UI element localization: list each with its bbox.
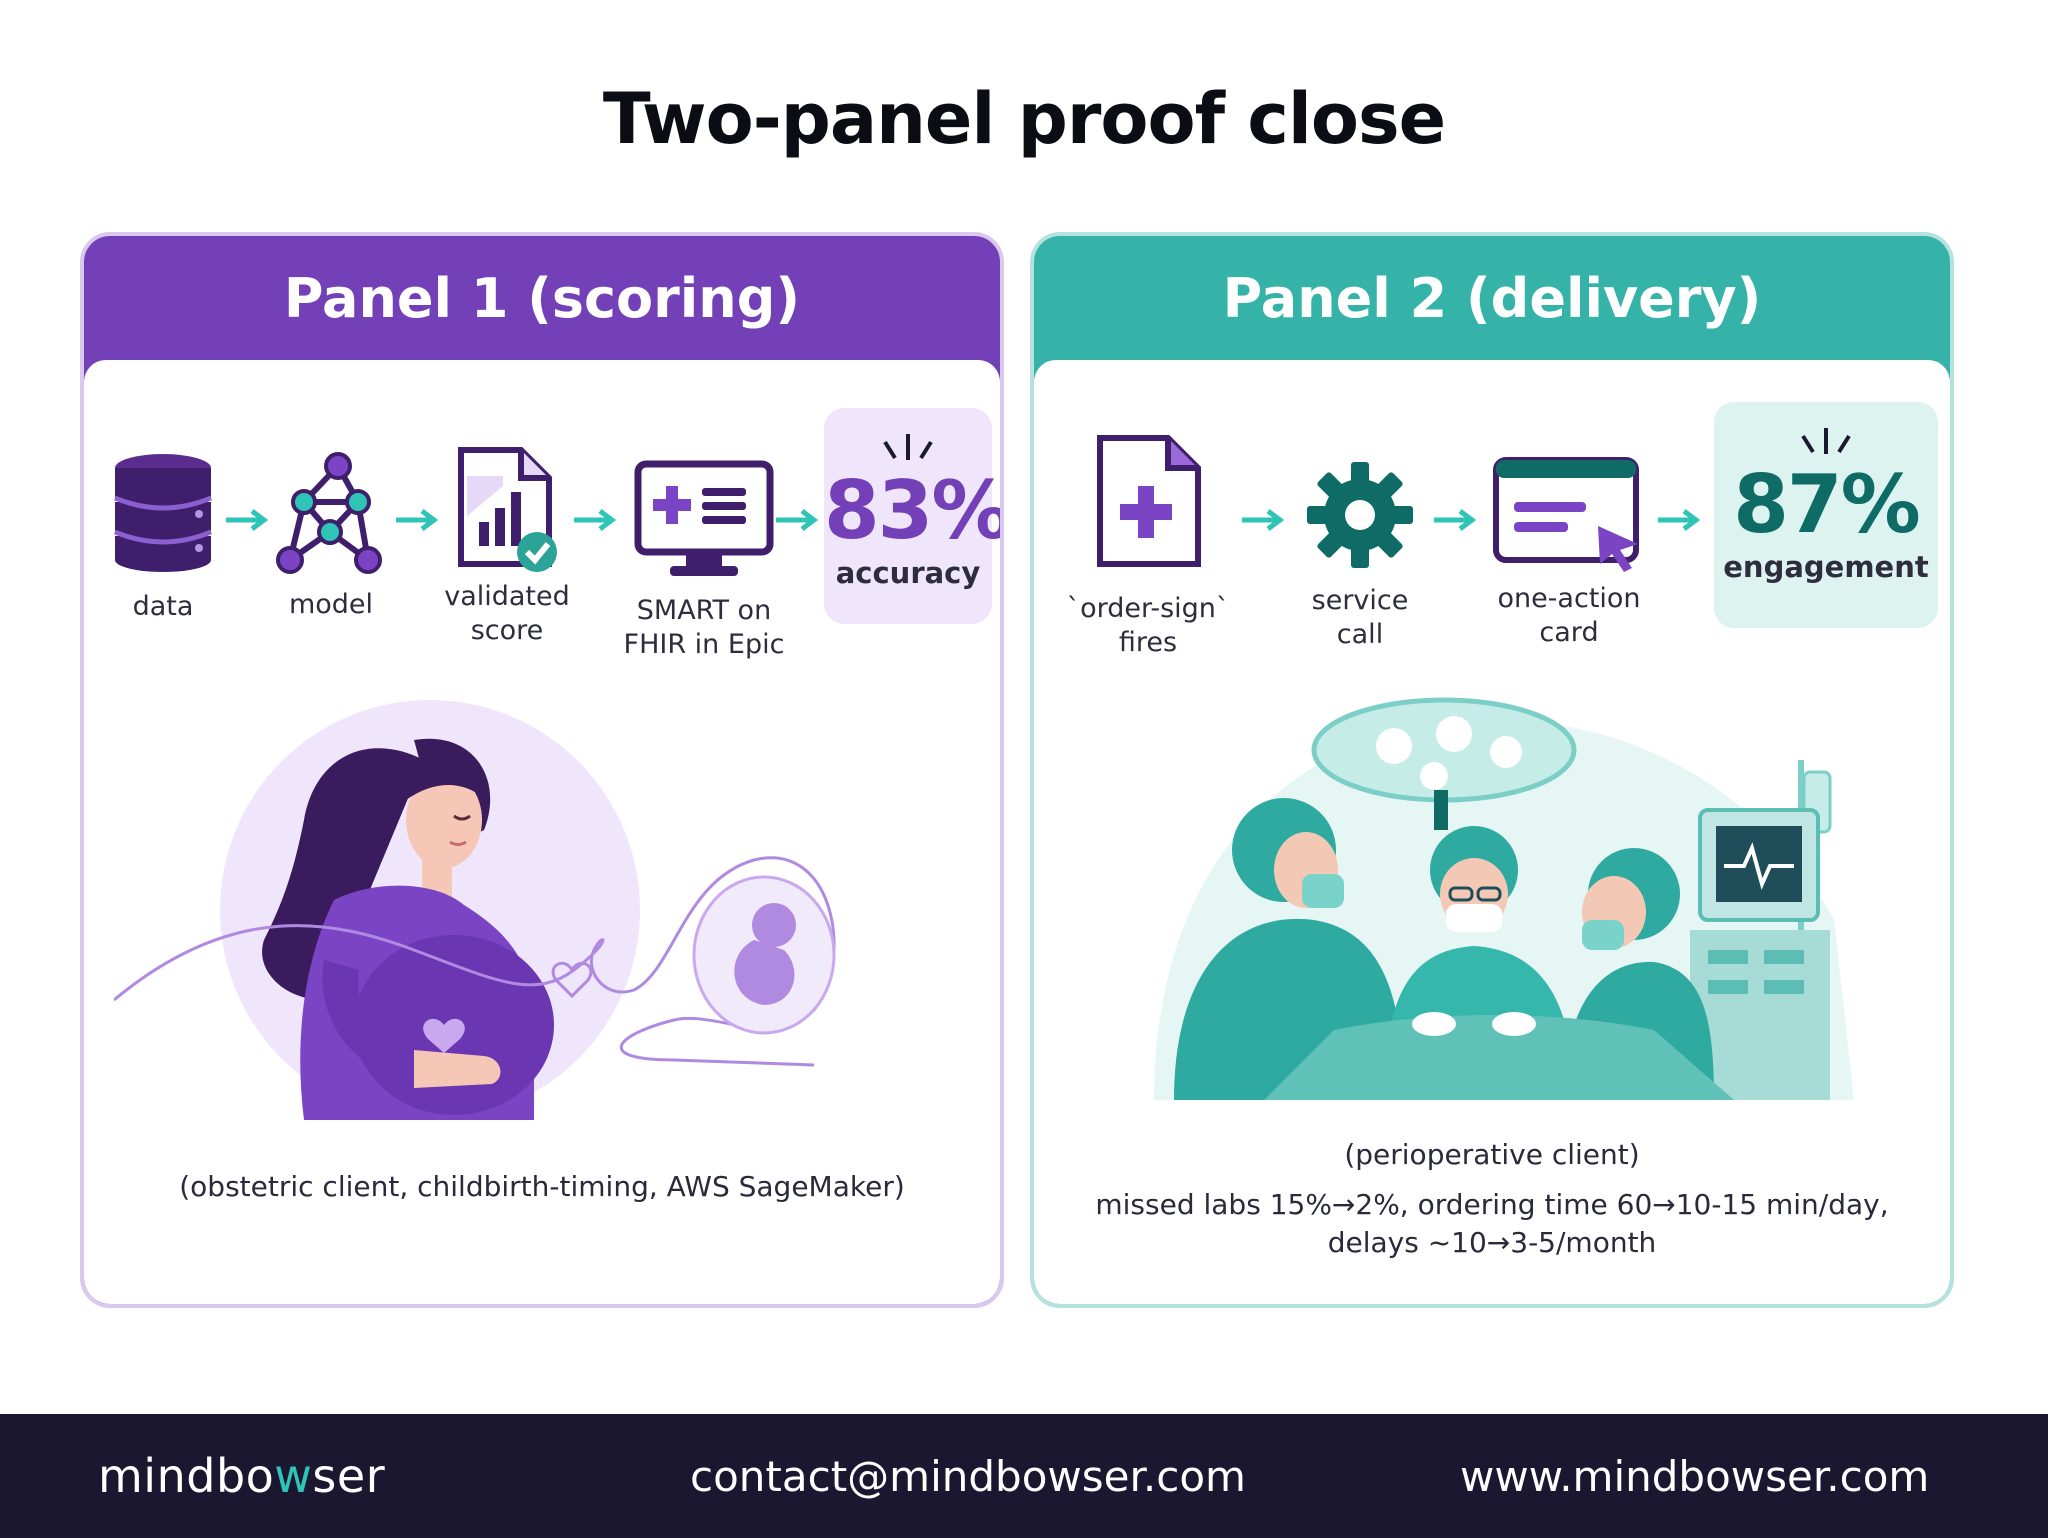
- step-validated-score-label: validated score: [444, 581, 570, 646]
- kpi-accuracy-value: 83%: [824, 464, 1004, 557]
- step-data: data: [104, 452, 222, 624]
- monitor-icon: [634, 460, 774, 576]
- arrow-right-icon: [226, 509, 269, 531]
- brand-logo-part: mindbo: [98, 1449, 275, 1503]
- gear-icon: [1307, 462, 1413, 568]
- validated-report-icon: [458, 447, 557, 572]
- kpi-engagement-label: engagement: [1723, 550, 1929, 584]
- arrow-right-icon: [396, 509, 439, 531]
- brand-logo-accent: w: [274, 1449, 313, 1503]
- kpi-accuracy-label: accuracy: [835, 556, 981, 590]
- panel-scoring-header: Panel 1 (scoring): [283, 266, 801, 330]
- surgery-illustration: [1154, 697, 1854, 1100]
- kpi-engagement-value: 87%: [1733, 458, 1920, 551]
- panel-delivery-caption-delays: delays ~10→3-5/month: [1327, 1226, 1657, 1259]
- arrow-right-icon: [1242, 509, 1285, 531]
- database-icon: [114, 454, 212, 572]
- step-model: model: [276, 452, 386, 622]
- step-service-call: service call: [1290, 462, 1430, 652]
- step-one-action-card-label: one-action card: [1497, 583, 1641, 648]
- arrow-right-icon: [776, 509, 819, 531]
- step-one-action-card: one-action card: [1484, 456, 1654, 650]
- step-data-label: data: [132, 591, 194, 622]
- kpi-accuracy-card: 83% accuracy: [824, 408, 1004, 624]
- step-model-label: model: [288, 589, 374, 620]
- arrow-right-icon: [1658, 509, 1701, 531]
- step-smart-on-fhir: SMART on FHIR in Epic: [614, 460, 794, 662]
- page-title: Two-panel proof close: [602, 78, 1446, 160]
- panel-delivery-caption-title: (perioperative client): [1344, 1138, 1640, 1171]
- panel-scoring-body: data model: [84, 360, 1000, 1304]
- network-model-icon: [276, 452, 382, 574]
- panel-delivery-body: `order-sign` fires: [1034, 360, 1950, 1304]
- panel-delivery-header: Panel 2 (delivery): [1222, 266, 1762, 330]
- action-card-icon: [1493, 457, 1639, 572]
- brand-logo-part: ser: [312, 1449, 386, 1503]
- step-order-sign-fires: `order-sign` fires: [1058, 432, 1238, 660]
- pregnancy-illustration: [114, 700, 836, 1120]
- arrow-right-icon: [574, 509, 617, 531]
- step-order-sign-fires-label: `order-sign` fires: [1066, 593, 1230, 658]
- arrow-right-icon: [1434, 509, 1477, 531]
- sparkle-icon: [883, 434, 933, 460]
- step-smart-on-fhir-label: SMART on FHIR in Epic: [623, 595, 785, 660]
- brand-logo: mindbowser: [98, 1449, 385, 1503]
- footer: mindbowser contact@mindbowser.com www.mi…: [0, 1414, 2048, 1538]
- sparkle-icon: [1801, 428, 1851, 454]
- step-service-call-label: service call: [1311, 585, 1409, 650]
- panel-scoring-caption: (obstetric client, childbirth-timing, AW…: [179, 1170, 905, 1203]
- panel-delivery-caption-metrics: missed labs 15%→2%, ordering time 60→10-…: [1095, 1188, 1889, 1221]
- panel-delivery: Panel 2 (delivery) `order-sign` fires: [1030, 232, 1954, 1308]
- kpi-engagement-card: 87% engagement: [1714, 402, 1938, 628]
- contact-email-link[interactable]: contact@mindbowser.com: [690, 1451, 1246, 1501]
- step-validated-score: validated score: [432, 446, 582, 648]
- panel-scoring: Panel 1 (scoring) data: [80, 232, 1004, 1308]
- medical-document-icon: [1097, 435, 1201, 567]
- website-link[interactable]: www.mindbowser.com: [1460, 1451, 1930, 1501]
